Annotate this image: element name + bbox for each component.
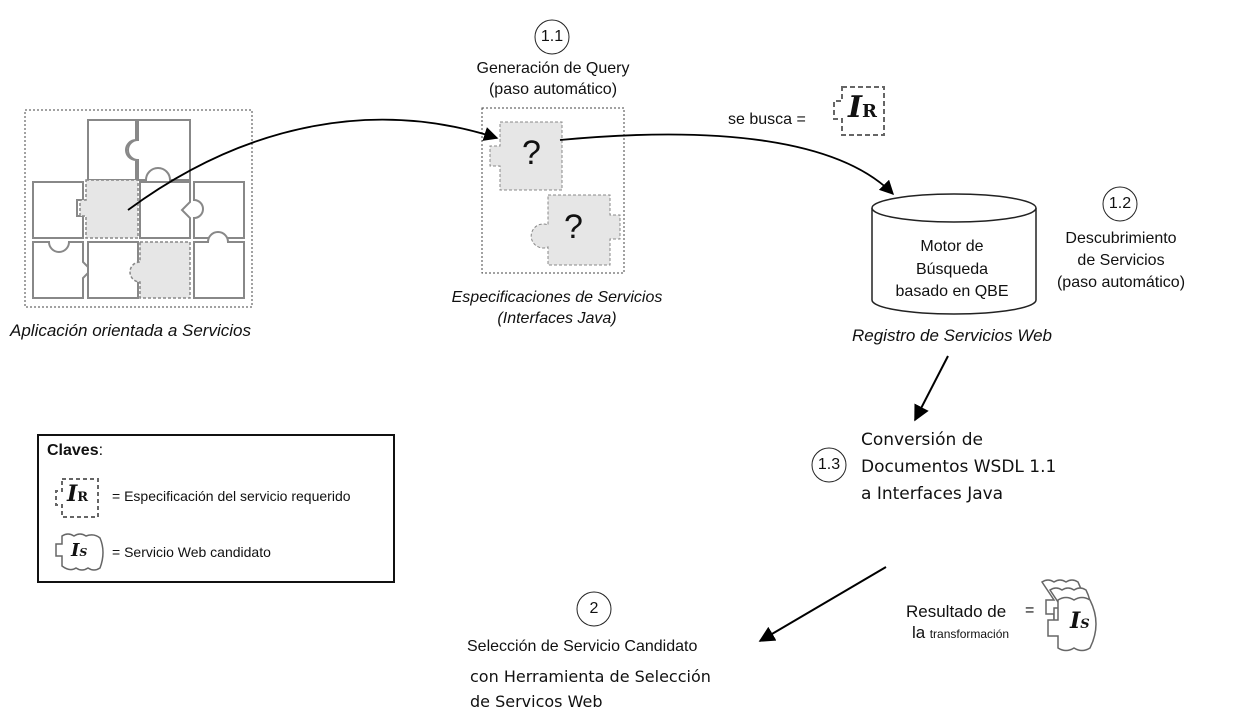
step-1-2-title: Descubrimiento bbox=[1065, 230, 1177, 247]
ir-symbol-label: IR bbox=[848, 90, 878, 125]
legend-title: Claves: bbox=[47, 442, 104, 459]
arrow-to-selection bbox=[758, 566, 887, 642]
caption-application: Aplicación orientada a Servicios bbox=[10, 321, 251, 340]
step-2-line-2: con Herramienta de Selección bbox=[470, 667, 711, 686]
legend-is-symbol: IS bbox=[71, 540, 88, 561]
engine-line-3: basado en QBE bbox=[895, 283, 1009, 300]
engine-line-2: Búsqueda bbox=[915, 261, 989, 278]
ir-symbol-search bbox=[833, 86, 885, 136]
specifications-box bbox=[481, 107, 625, 274]
step-2-title: Selección de Servicio Candidato bbox=[467, 638, 698, 655]
step-1-3-line-3: a Interfaces Java bbox=[861, 484, 1004, 504]
is-symbol-result: IS bbox=[1070, 608, 1090, 634]
step-1-1-number: 1.1 bbox=[540, 28, 564, 45]
result-line-2: la transformación bbox=[912, 623, 1010, 642]
step-1-2-circle bbox=[1102, 186, 1138, 222]
result-equals: = bbox=[1025, 602, 1035, 619]
step-2-circle bbox=[576, 591, 612, 627]
engine-line-1: Motor de bbox=[920, 238, 984, 255]
question-mark-2: ? bbox=[564, 208, 583, 246]
legend-is-text: = Servicio Web candidato bbox=[112, 544, 271, 560]
step-1-2-number: 1.2 bbox=[1108, 195, 1132, 212]
legend-ir-text: = Especificación del servicio requerido bbox=[112, 488, 351, 504]
arrow-specs-to-registry bbox=[559, 133, 895, 196]
step-2-number: 2 bbox=[589, 600, 599, 617]
legend-ir-symbol: IR bbox=[67, 481, 89, 507]
arrow-app-to-specs bbox=[127, 118, 499, 211]
step-1-3-line-2: Documentos WSDL 1.1 bbox=[861, 457, 1057, 477]
question-mark-1: ? bbox=[522, 134, 541, 172]
result-is-stack bbox=[1040, 579, 1097, 652]
caption-registry: Registro de Servicios Web bbox=[852, 326, 1052, 345]
step-1-1-circle bbox=[534, 19, 570, 55]
step-1-1-subtitle: (paso automático) bbox=[488, 81, 618, 98]
application-puzzle bbox=[24, 109, 253, 308]
legend-box bbox=[37, 434, 395, 583]
search-label: se busca = bbox=[728, 111, 806, 128]
registry-cylinder bbox=[871, 193, 1037, 315]
step-1-3-line-1: Conversión de bbox=[861, 430, 983, 450]
step-1-2-subtitle: (paso automático) bbox=[1056, 274, 1186, 291]
step-1-2-line2: de Servicios bbox=[1077, 252, 1165, 269]
step-2-line-3: de Servicos Web bbox=[470, 692, 603, 711]
arrow-registry-to-conversion bbox=[914, 355, 949, 422]
step-1-3-number: 1.3 bbox=[817, 456, 841, 473]
result-line-1: Resultado de bbox=[906, 602, 1007, 621]
caption-specifications-sub: (Interfaces Java) bbox=[497, 310, 617, 327]
caption-specifications: Especificaciones de Servicios bbox=[451, 289, 663, 306]
step-1-3-circle bbox=[811, 447, 847, 483]
step-1-1-title: Generación de Query bbox=[476, 60, 630, 77]
